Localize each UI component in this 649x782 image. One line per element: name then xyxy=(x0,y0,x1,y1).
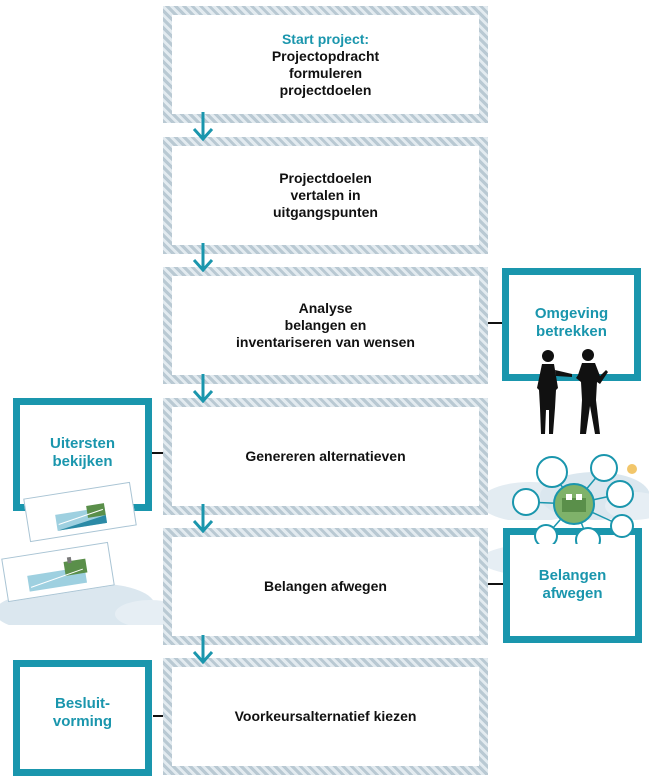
step-label: projectdoelen xyxy=(279,81,372,98)
arrow-down-icon xyxy=(192,504,214,534)
step-belangen-afwegen: Belangen afwegen xyxy=(163,528,488,645)
arrow-down-icon xyxy=(192,112,214,142)
side-box-label: Besluit- vorming xyxy=(52,695,113,730)
side-box-belangen: Belangen afwegen xyxy=(503,528,642,643)
step-label: Voorkeursalternatief kiezen xyxy=(234,708,417,724)
arrow-down-icon xyxy=(192,635,214,665)
side-box-omgeving: Omgeving betrekken xyxy=(502,268,641,381)
step-label: formuleren xyxy=(288,64,363,81)
step-voorkeursalternatief: Voorkeursalternatief kiezen xyxy=(163,658,488,775)
connector-line xyxy=(153,715,165,717)
step-start-project: Start project: Projectopdracht formulere… xyxy=(163,6,488,123)
belangen-mindmap-illustration xyxy=(512,454,634,544)
step-label: Projectdoelen xyxy=(279,170,372,186)
illustration-card xyxy=(23,481,137,543)
arrow-down-icon xyxy=(192,243,214,273)
side-box-label: Belangen afwegen xyxy=(538,567,607,602)
connector-line xyxy=(487,583,503,585)
connector-line xyxy=(486,322,502,324)
side-box-besluit: Besluit- vorming xyxy=(13,660,152,776)
sun-icon xyxy=(627,464,637,474)
step-label: Analyse xyxy=(298,300,353,316)
illustration-card xyxy=(1,541,115,603)
step-label: uitgangspunten xyxy=(273,204,378,220)
step-label: vertalen in xyxy=(290,187,361,203)
step-label: inventariseren van wensen xyxy=(236,334,415,350)
people-silhouette-icon xyxy=(537,349,608,434)
step-uitgangspunten: Projectdoelen vertalen in uitgangspunten xyxy=(163,137,488,254)
step-genereren: Genereren alternatieven xyxy=(163,398,488,515)
step-analyse: Analyse belangen en inventariseren van w… xyxy=(163,267,488,384)
connector-line xyxy=(151,452,165,454)
side-box-label: Omgeving betrekken xyxy=(534,305,609,340)
step-label: Belangen afwegen xyxy=(264,578,387,594)
arrow-down-icon xyxy=(192,374,214,404)
step-label: belangen en xyxy=(284,317,367,333)
step-label: Projectopdracht xyxy=(271,47,380,64)
step-heading: Start project: xyxy=(281,30,370,47)
step-label: Genereren alternatieven xyxy=(245,448,406,464)
side-box-label: Uitersten bekijken xyxy=(49,435,116,470)
